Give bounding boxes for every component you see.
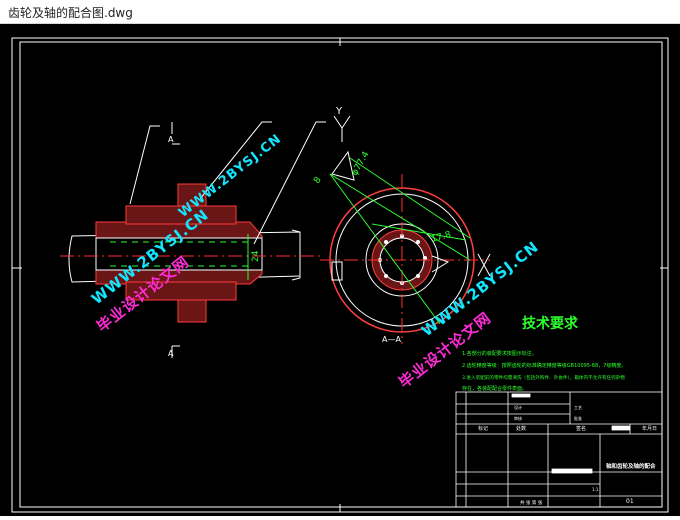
notes-line-3: 3.进入装配前的零件均需清洗（包括外购件、外协件），箱体内不允许有任何杂物 — [462, 374, 625, 381]
tb-approve: 批准 — [574, 415, 582, 421]
dim-label-8: 8 — [312, 175, 324, 186]
inner-border — [19, 41, 663, 508]
section-label-aa: A—A — [382, 335, 401, 344]
label-y: Y — [335, 106, 343, 117]
dim-label-24: 24 — [251, 250, 261, 262]
notes-title: 技术要求 — [522, 315, 579, 332]
technical-notes: 技术要求 1.各部分的装配要求按图示标注。 2.齿轮精度等级：按照齿轮的标准确定… — [462, 315, 626, 392]
tb-col2: 处数 — [516, 425, 526, 432]
tb-drawing-name: 轴和齿轮及轴的配合 — [606, 462, 656, 470]
gear-shaft-section-view: 24 — [60, 121, 326, 358]
tb-process: 工艺 — [574, 405, 582, 410]
window-title: 齿轮及轴的配合图.dwg — [8, 6, 133, 20]
cad-drawing: 24 Y 8 φ77.4 17.8 A — [11, 37, 669, 513]
drawing-canvas[interactable]: 24 Y 8 φ77.4 17.8 A — [0, 24, 680, 516]
tb-drawing-no: 01 — [626, 498, 634, 505]
tb-review: 审核 — [514, 415, 522, 421]
notes-line-4: 存在，各装配配合零件表面。 — [462, 385, 527, 392]
title-block — [455, 391, 663, 508]
tb-col1: 标记 — [478, 425, 488, 432]
tb-design: 设计 — [514, 404, 522, 410]
tb-col6: 年月日 — [642, 425, 657, 432]
dim-label-phi: φ77.4 — [350, 150, 372, 178]
section-label-bottom: A — [168, 349, 174, 358]
window-titlebar: 齿轮及轴的配合图.dwg — [0, 0, 680, 24]
tb-col5: 签名 — [576, 425, 586, 432]
tb-scale: 1:1 — [592, 487, 599, 492]
tb-sheet: 共 张 第 张 — [520, 499, 543, 506]
section-label-top: A — [168, 135, 174, 144]
title-block-text: 标记 处数 签名 年月日 设计 审核 工艺 批准 轴和齿轮及轴的配合 1:1 0… — [478, 404, 657, 506]
notes-line-2: 2.齿轮精度等级：按照齿轮的标准确定精度等级GB10095-88，7级精度。 — [462, 362, 626, 369]
notes-line-1: 1.各部分的装配要求按图示标注。 — [462, 350, 537, 357]
